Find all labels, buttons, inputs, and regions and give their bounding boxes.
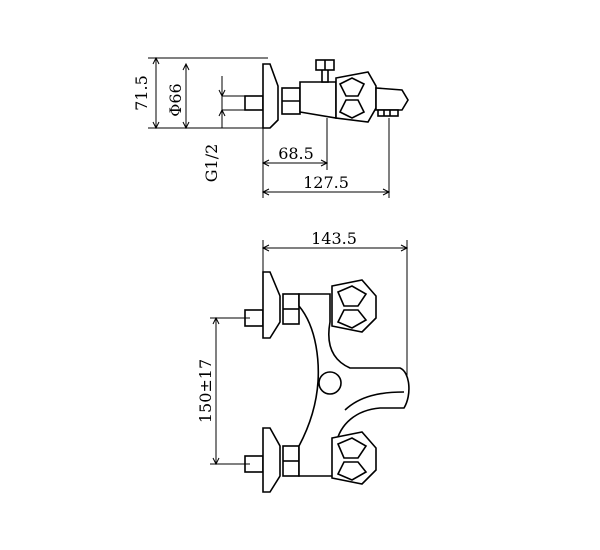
dim-diameter-flange: Φ66 xyxy=(166,83,185,116)
front-upper-flange xyxy=(262,271,281,339)
dim-thread: G1/2 xyxy=(202,144,221,183)
front-diverter-knob xyxy=(318,371,342,395)
dim-height-body: 71.5 xyxy=(132,75,151,111)
side-body xyxy=(299,81,337,119)
dim-depth-spindle: 68.5 xyxy=(278,144,314,163)
side-flange xyxy=(262,63,279,129)
side-view: 71.5 Φ66 G1/2 68.5 127.5 xyxy=(132,56,409,198)
dim-width-total: 143.5 xyxy=(311,229,357,248)
dim-depth-total: 127.5 xyxy=(303,173,349,192)
side-spout xyxy=(375,87,409,111)
front-view: 143.5 150±17 xyxy=(196,229,410,493)
side-spout-outlet xyxy=(377,109,399,117)
front-lower-flange xyxy=(262,427,281,493)
front-body xyxy=(298,293,410,477)
side-inlet-pipe xyxy=(244,95,264,111)
dim-center-distance: 150±17 xyxy=(196,359,215,423)
